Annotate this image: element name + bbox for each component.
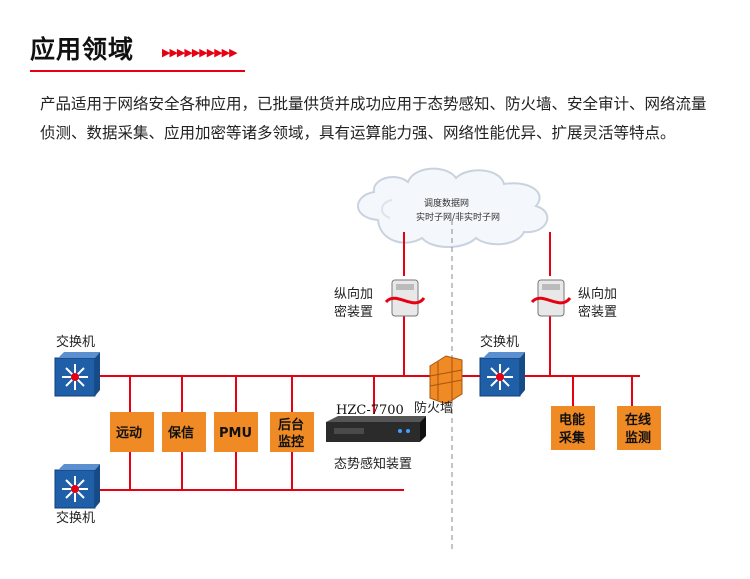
encrypt-right-label-line1: 纵向加 bbox=[578, 286, 617, 302]
encrypt-device-left: 纵向加 密装置 bbox=[334, 279, 426, 320]
switch-top-left-label: 交换机 bbox=[56, 334, 95, 350]
cloud-label-line1: 调度数据网 bbox=[424, 197, 469, 209]
box-dianneng-label-line1: 电能 bbox=[559, 412, 585, 428]
box-houtai-label-line2: 监控 bbox=[278, 434, 304, 450]
box-zaixian-jiance: 在线 监测 bbox=[617, 406, 661, 450]
network-links bbox=[92, 232, 640, 491]
box-houtai-label-line1: 后台 bbox=[278, 417, 304, 433]
encrypt-left-label-line1: 纵向加 bbox=[334, 286, 373, 302]
firewall-label: 防火墙 bbox=[414, 400, 453, 416]
box-dianneng-label-line2: 采集 bbox=[558, 430, 586, 446]
switch-top-left: 交换机 bbox=[54, 334, 100, 397]
title-underline bbox=[30, 70, 150, 72]
box-yuandong: 远动 bbox=[110, 412, 154, 452]
switch-bottom-left: 交换机 bbox=[54, 464, 100, 526]
hzc-model-label: HZC-7700 bbox=[336, 403, 404, 418]
box-houtai-jiankong: 后台 监控 bbox=[270, 412, 314, 452]
box-zaixian-label-line2: 监测 bbox=[625, 430, 651, 446]
intro-paragraph: 产品适用于网络安全各种应用，已批量供货并成功应用于态势感知、防火墙、安全审计、网… bbox=[40, 95, 707, 142]
switch-bottom-left-label: 交换机 bbox=[56, 510, 95, 526]
box-baoxin-label: 保信 bbox=[167, 425, 194, 441]
title-underline-extension bbox=[150, 70, 245, 72]
section-header: 应用领域 ▶▶▶▶▶▶▶▶▶▶ bbox=[0, 0, 750, 80]
hzc-device: HZC-7700 态势感知装置 bbox=[326, 403, 426, 472]
cloud-label-line2: 实时子网/非实时子网 bbox=[416, 211, 500, 223]
box-yuandong-label: 远动 bbox=[116, 426, 142, 441]
hzc-device-name: 态势感知装置 bbox=[334, 456, 412, 472]
encrypt-device-right: 纵向加 密装置 bbox=[530, 279, 617, 320]
switch-right-label: 交换机 bbox=[480, 334, 519, 350]
encrypt-right-label-line2: 密装置 bbox=[578, 304, 617, 320]
title-arrows-decoration: ▶▶▶▶▶▶▶▶▶▶ bbox=[162, 46, 238, 59]
box-pmu-label: PMU bbox=[219, 426, 252, 441]
encrypt-left-label-line2: 密装置 bbox=[334, 304, 373, 320]
box-pmu: PMU bbox=[214, 412, 258, 452]
cloud-network: 调度数据网 实时子网/非实时子网 bbox=[357, 167, 549, 248]
switch-right: 交换机 bbox=[479, 334, 525, 397]
box-baoxin: 保信 bbox=[162, 412, 206, 452]
page-title: 应用领域 bbox=[30, 35, 135, 64]
firewall-icon: 防火墙 bbox=[414, 355, 463, 416]
box-zaixian-label-line1: 在线 bbox=[625, 412, 651, 428]
box-dianneng-caiji: 电能 采集 bbox=[551, 406, 595, 450]
